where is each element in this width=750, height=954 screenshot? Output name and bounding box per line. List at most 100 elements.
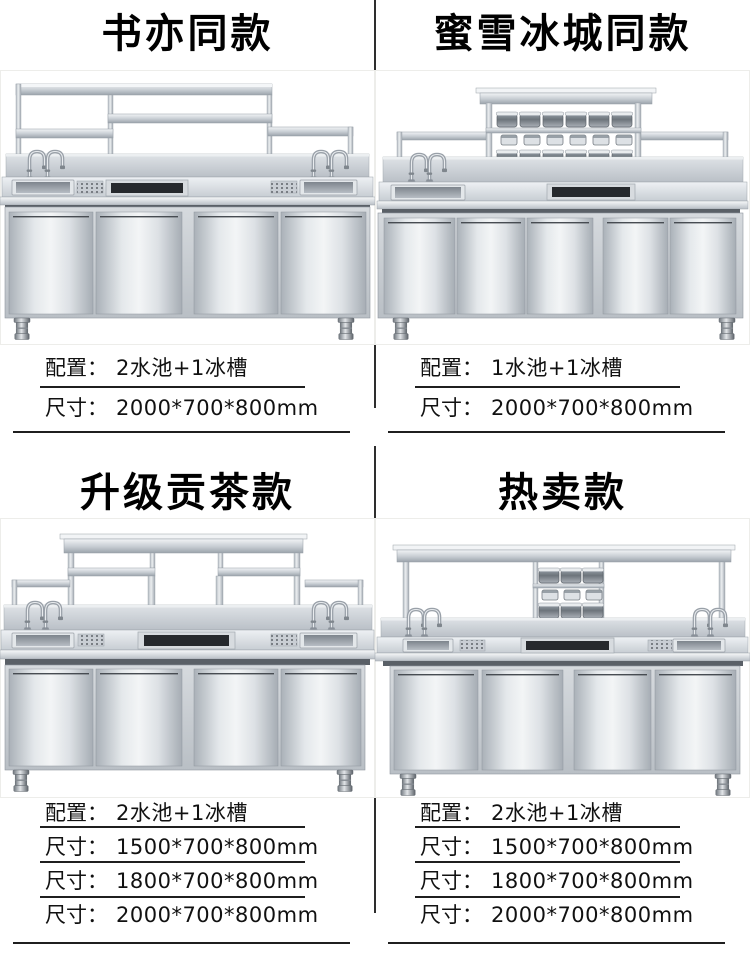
- cabinet: [377, 212, 744, 319]
- rule-line: [415, 826, 680, 828]
- panel-gongcha: 升级贡茶款: [0, 455, 375, 954]
- drain-grate: [270, 633, 298, 647]
- product-illustration-mixue: [375, 70, 750, 345]
- spec-value: 1800*700*800mm: [116, 869, 319, 893]
- leg-icon: [718, 317, 736, 340]
- product-illustration-shuyi: [0, 70, 375, 345]
- spec-value: 2000*700*800mm: [491, 903, 694, 927]
- spec-label: 配置：: [45, 801, 108, 825]
- leg-icon: [714, 773, 732, 796]
- spec-label: 尺寸：: [45, 903, 108, 927]
- backsplash: [382, 156, 744, 183]
- sink-left: [390, 184, 466, 201]
- spec-block: 配置： 2水池+1冰槽 尺寸： 2000*700*800mm: [0, 350, 375, 450]
- rule-line: [40, 861, 305, 863]
- spec-label: 配置：: [420, 801, 483, 825]
- spec-value: 1800*700*800mm: [491, 869, 694, 893]
- rule-line: [40, 826, 305, 828]
- sink-left: [11, 632, 75, 649]
- rule-line: [415, 861, 680, 863]
- drain-grate: [76, 180, 104, 194]
- spec-value: 2000*700*800mm: [116, 396, 319, 420]
- spec-label: 尺寸：: [420, 903, 483, 927]
- rule-line: [415, 896, 680, 898]
- panel-title: 热卖款: [498, 469, 627, 516]
- spec-value: 2水池+1冰槽: [116, 356, 248, 380]
- spec-row: 尺寸： 2000*700*800mm: [420, 396, 694, 421]
- spec-value: 2水池+1冰槽: [491, 801, 623, 825]
- spec-value: 1500*700*800mm: [491, 835, 694, 859]
- spec-label: 尺寸：: [45, 869, 108, 893]
- spec-value: 1水池+1冰槽: [491, 356, 623, 380]
- ice-slot: [520, 637, 615, 654]
- panel-title: 升级贡茶款: [80, 469, 295, 516]
- spec-label: 尺寸：: [420, 396, 483, 420]
- spec-row: 尺寸： 1800*700*800mm: [45, 869, 319, 894]
- spec-value: 2000*700*800mm: [116, 903, 319, 927]
- ice-slot: [546, 183, 636, 201]
- countertop: [375, 636, 750, 666]
- leg-icon: [13, 317, 31, 340]
- spec-row: 尺寸： 2000*700*800mm: [420, 903, 694, 928]
- spec-block: 配置： 2水池+1冰槽 尺寸： 1500*700*800mm 尺寸： 1800*700…: [0, 795, 375, 954]
- rule-line: [13, 942, 350, 944]
- overhead-shelf: [392, 544, 736, 638]
- drain-grate: [647, 639, 673, 652]
- spec-label: 配置：: [45, 356, 108, 380]
- cabinet: [4, 664, 366, 771]
- spec-row: 配置： 1水池+1冰槽: [420, 356, 623, 381]
- spec-value: 2000*700*800mm: [491, 396, 694, 420]
- rule-line: [388, 942, 725, 944]
- spec-label: 尺寸：: [420, 869, 483, 893]
- spec-label: 尺寸：: [45, 396, 108, 420]
- cabinet: [4, 206, 371, 319]
- backsplash: [380, 617, 746, 638]
- leg-icon: [392, 317, 410, 340]
- spec-label: 尺寸：: [45, 835, 108, 859]
- rule-line: [13, 431, 350, 433]
- countertop: [0, 629, 375, 665]
- spec-row: 尺寸： 2000*700*800mm: [45, 396, 319, 421]
- panel-title: 书亦同款: [101, 10, 274, 57]
- spec-row: 尺寸： 1800*700*800mm: [420, 869, 694, 894]
- sink-right: [299, 632, 358, 649]
- product-illustration-hot-sale: [375, 518, 750, 798]
- drain-grate: [459, 639, 486, 652]
- leg-icon: [12, 769, 30, 792]
- spec-row: 配置： 2水池+1冰槽: [45, 801, 248, 826]
- backsplash: [3, 604, 373, 631]
- rule-line: [388, 431, 725, 433]
- spec-label: 配置：: [420, 356, 483, 380]
- spec-block: 配置： 1水池+1冰槽 尺寸： 2000*700*800mm: [375, 350, 750, 450]
- spec-row: 配置： 2水池+1冰槽: [420, 801, 623, 826]
- rule-line: [40, 896, 305, 898]
- drain-grate: [270, 180, 298, 194]
- sink-left: [11, 179, 75, 196]
- spec-value: 2水池+1冰槽: [116, 801, 248, 825]
- spec-row: 配置： 2水池+1冰槽: [45, 356, 248, 381]
- rule-line: [40, 386, 305, 388]
- spec-value: 1500*700*800mm: [116, 835, 319, 859]
- rule-line: [415, 386, 680, 388]
- spec-row: 尺寸： 1500*700*800mm: [420, 835, 694, 860]
- ice-slot: [105, 179, 189, 197]
- leg-icon: [337, 317, 355, 340]
- overhead-shelf: [15, 83, 354, 178]
- countertop: [376, 181, 749, 215]
- sink-right: [672, 638, 726, 653]
- panel-mixue: 蜜雪冰城同款: [375, 0, 750, 455]
- leg-icon: [336, 769, 354, 792]
- panel-hot-sale: 热卖款: [375, 455, 750, 954]
- panel-shuyi: 书亦同款: [0, 0, 375, 455]
- spec-block: 配置： 2水池+1冰槽 尺寸： 1500*700*800mm 尺寸： 1800*700…: [375, 795, 750, 954]
- sink-left: [402, 638, 454, 653]
- ice-slot: [137, 631, 236, 650]
- leg-icon: [399, 773, 417, 796]
- spec-row: 尺寸： 2000*700*800mm: [45, 903, 319, 928]
- cabinet: [389, 665, 741, 775]
- spec-label: 尺寸：: [420, 835, 483, 859]
- sink-right: [299, 179, 358, 196]
- product-illustration-gongcha: [0, 518, 375, 798]
- panel-title: 蜜雪冰城同款: [433, 10, 692, 57]
